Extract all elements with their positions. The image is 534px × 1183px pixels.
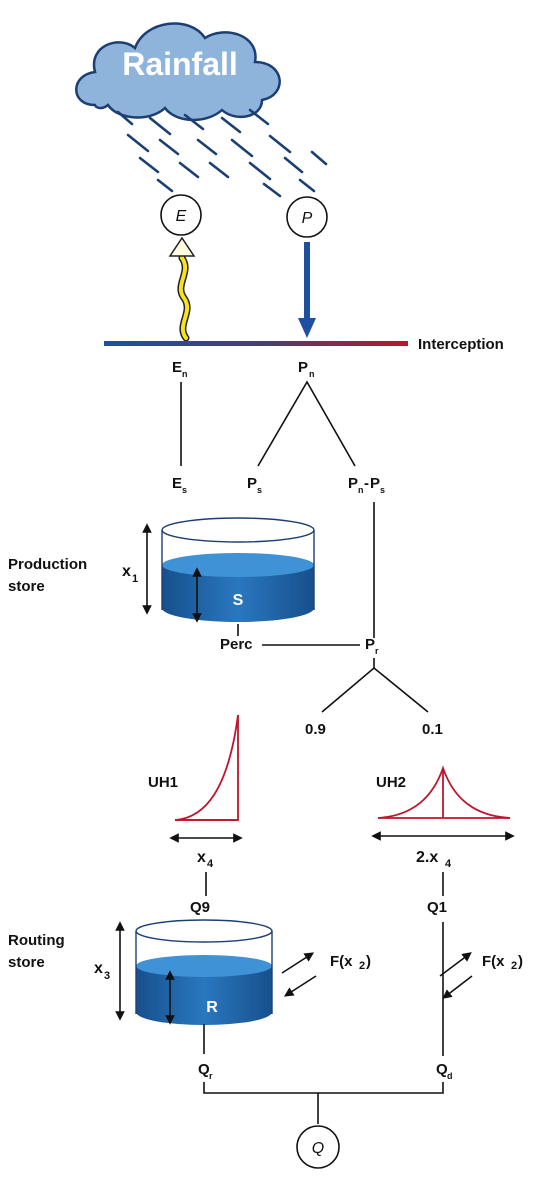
exchange-label-left: F(x 2 ) bbox=[330, 953, 371, 972]
routing-store-tank: R bbox=[135, 919, 273, 1025]
evaporation-arrow bbox=[168, 236, 196, 342]
pr-split-lines bbox=[321, 666, 429, 713]
svg-text:s: s bbox=[380, 485, 385, 495]
pr-label: P bbox=[365, 636, 375, 653]
routing-store-title-1: Routing bbox=[8, 932, 65, 949]
qd-label: Q bbox=[436, 1061, 448, 1078]
uh1-label: UH1 bbox=[148, 774, 178, 791]
exchange-out-arrow-right bbox=[439, 952, 472, 977]
svg-text:): ) bbox=[366, 953, 371, 970]
rainfall-cloud: Rainfall bbox=[75, 22, 281, 122]
svg-text:2: 2 bbox=[511, 960, 517, 972]
cloud-label: Rainfall bbox=[122, 46, 238, 82]
uh1-graph bbox=[174, 714, 239, 821]
s-label: S bbox=[233, 592, 244, 609]
pn-sub: n bbox=[309, 369, 315, 379]
split-left-label: 0.9 bbox=[305, 721, 326, 738]
pn-label: P bbox=[298, 359, 308, 376]
q1-label: Q1 bbox=[427, 899, 447, 916]
total-flow-node: Q bbox=[296, 1125, 340, 1169]
es-label: E bbox=[172, 475, 182, 492]
x3-sub: 3 bbox=[104, 970, 110, 982]
ps-sub: s bbox=[257, 485, 262, 495]
x1-label: x bbox=[122, 563, 131, 580]
es-sub: s bbox=[182, 485, 187, 495]
exchange-in-arrow-right bbox=[442, 975, 473, 999]
exchange-out-arrow-left bbox=[281, 952, 315, 974]
evaporation-node: E bbox=[160, 194, 202, 236]
precipitation-node: P bbox=[286, 196, 328, 238]
svg-text:-: - bbox=[364, 475, 369, 492]
uh2-label: UH2 bbox=[376, 774, 406, 791]
svg-text:): ) bbox=[518, 953, 523, 970]
rain-streaks bbox=[116, 108, 328, 198]
exchange-label-right: F(x 2 ) bbox=[482, 953, 523, 972]
pr-sub: r bbox=[375, 646, 379, 656]
qr-label: Q bbox=[198, 1061, 210, 1078]
split-right-label: 0.1 bbox=[422, 721, 443, 738]
r-label: R bbox=[206, 999, 218, 1016]
svg-text:n: n bbox=[358, 485, 364, 495]
pn-ps-label: P n - P s bbox=[348, 475, 385, 495]
evaporation-node-label: E bbox=[176, 208, 187, 225]
qr-sub: r bbox=[209, 1071, 213, 1081]
cloud-shape bbox=[75, 22, 281, 122]
production-store-title-1: Production bbox=[8, 556, 87, 573]
merge-line bbox=[203, 1082, 444, 1094]
en-label: E bbox=[172, 359, 182, 376]
svg-text:F(x: F(x bbox=[482, 953, 505, 970]
q9-label: Q9 bbox=[190, 899, 210, 916]
precipitation-arrow bbox=[298, 242, 316, 338]
svg-text:P: P bbox=[370, 475, 380, 492]
exchange-in-arrow-left bbox=[283, 975, 317, 997]
ps-label: P bbox=[247, 475, 257, 492]
x4-sub: 4 bbox=[207, 858, 214, 870]
svg-text:P: P bbox=[348, 475, 358, 492]
perc-label: Perc bbox=[220, 636, 253, 653]
2x4-sub: 4 bbox=[445, 858, 452, 870]
qd-sub: d bbox=[447, 1071, 453, 1081]
total-flow-node-label: Q bbox=[312, 1140, 324, 1157]
2x4-label: 2.x bbox=[416, 849, 438, 866]
interception-bar bbox=[104, 341, 408, 346]
routing-store-title-2: store bbox=[8, 954, 45, 971]
svg-text:F(x: F(x bbox=[330, 953, 353, 970]
en-sub: n bbox=[182, 369, 188, 379]
uh2-graph bbox=[377, 765, 511, 819]
svg-text:2: 2 bbox=[359, 960, 365, 972]
production-store-tank: S bbox=[161, 517, 315, 623]
interception-label: Interception bbox=[418, 336, 504, 353]
x1-sub: 1 bbox=[132, 573, 138, 585]
production-store-title-2: store bbox=[8, 578, 45, 595]
x3-label: x bbox=[94, 960, 103, 977]
precipitation-node-label: P bbox=[302, 210, 313, 227]
pn-split-lines bbox=[257, 380, 356, 467]
x4-label: x bbox=[197, 849, 206, 866]
